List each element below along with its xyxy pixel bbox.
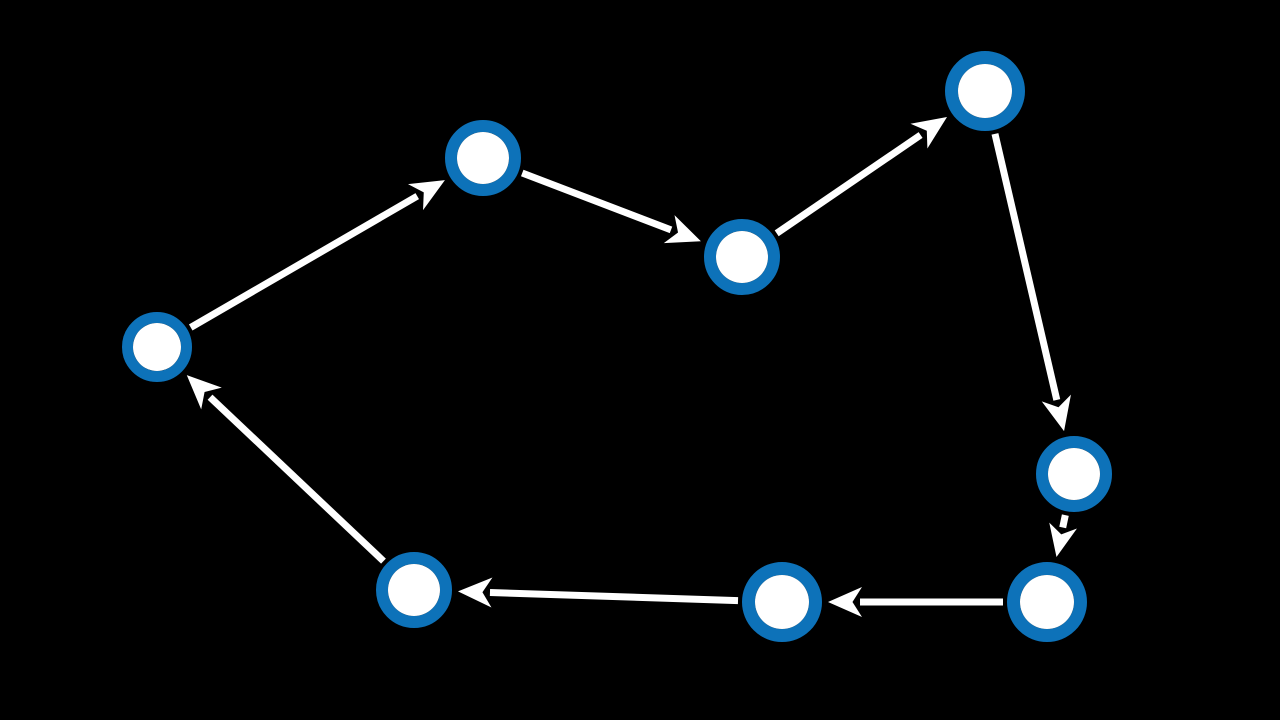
graph-edge[interactable] <box>520 169 701 244</box>
node-fill <box>1048 448 1100 500</box>
edge-arrowhead-icon <box>1049 522 1077 557</box>
node-fill <box>1020 575 1074 629</box>
edge-line <box>207 394 386 564</box>
edge-line <box>188 193 420 331</box>
graph-node[interactable] <box>742 562 822 642</box>
graph-edge[interactable] <box>457 577 739 608</box>
node-ring <box>376 552 452 628</box>
graph-edge[interactable] <box>188 180 445 331</box>
edge-arrowhead-icon <box>408 180 445 211</box>
graph-node[interactable] <box>1007 562 1087 642</box>
node-fill <box>457 132 509 184</box>
edges-layer <box>186 116 1077 617</box>
nodes-layer <box>122 51 1112 642</box>
edge-line <box>774 132 923 237</box>
graph-node[interactable] <box>945 51 1025 131</box>
edge-arrowhead-icon <box>663 215 701 244</box>
graph-edge[interactable] <box>186 375 386 564</box>
node-fill <box>716 231 768 283</box>
node-ring <box>742 562 822 642</box>
edge-arrowhead-icon <box>910 116 948 149</box>
graph-node[interactable] <box>704 219 780 295</box>
edge-arrowhead-icon <box>1041 394 1071 432</box>
graph-edge[interactable] <box>1049 514 1077 557</box>
graph-node[interactable] <box>122 312 192 382</box>
graph-node[interactable] <box>445 120 521 196</box>
edge-line <box>520 169 673 234</box>
node-ring <box>1007 562 1087 642</box>
edge-line <box>1059 514 1069 529</box>
node-fill <box>133 323 181 371</box>
node-ring <box>445 120 521 196</box>
graph-edge[interactable] <box>774 116 948 237</box>
graph-node[interactable] <box>1036 436 1112 512</box>
node-ring <box>704 219 780 295</box>
graph-node[interactable] <box>376 552 452 628</box>
node-fill <box>958 64 1012 118</box>
node-ring <box>945 51 1025 131</box>
graph-edge[interactable] <box>991 133 1071 432</box>
node-fill <box>755 575 809 629</box>
edge-arrowhead-icon <box>828 587 862 617</box>
edge-arrowhead-icon <box>186 375 222 410</box>
node-fill <box>388 564 440 616</box>
node-ring <box>1036 436 1112 512</box>
edge-line <box>991 133 1061 401</box>
graph-edge[interactable] <box>828 587 1003 617</box>
node-ring <box>122 312 192 382</box>
edge-arrowhead-icon <box>457 577 493 608</box>
edge-line <box>489 588 739 605</box>
